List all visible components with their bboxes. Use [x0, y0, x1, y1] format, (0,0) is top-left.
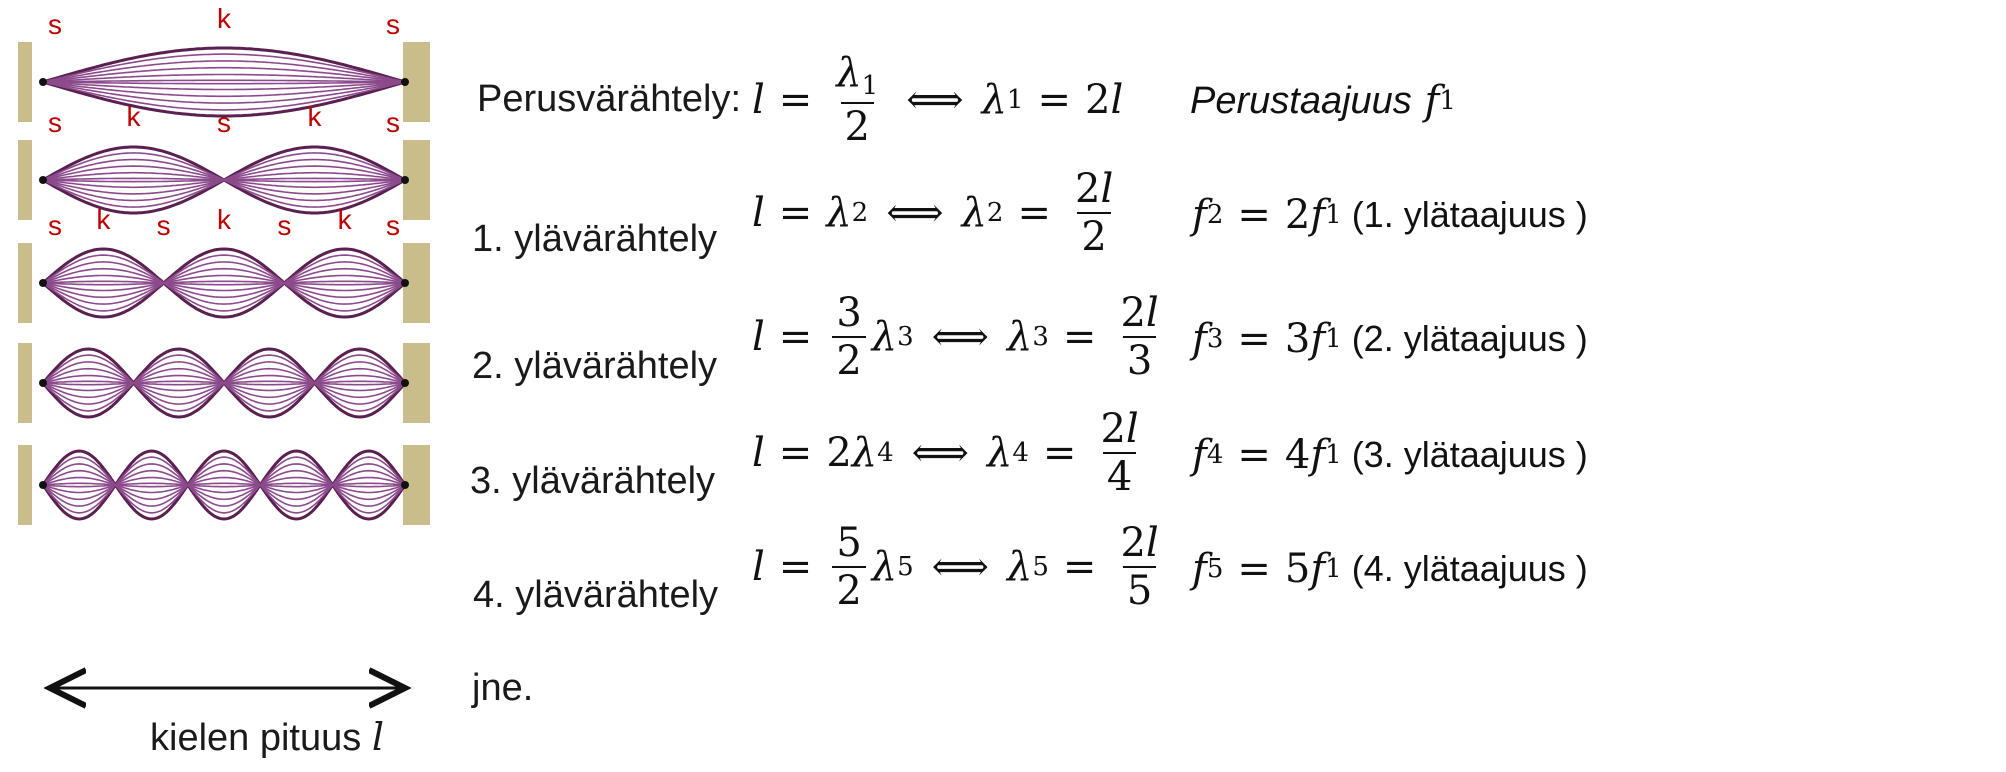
string-curve	[42, 81, 406, 111]
node-letter: s	[217, 107, 231, 138]
antinode-letter: k	[308, 101, 323, 132]
string-curve	[42, 456, 406, 514]
string-curve	[42, 463, 406, 507]
left-clamp	[18, 140, 32, 220]
string-curve	[42, 46, 406, 84]
string-end-point	[39, 379, 47, 387]
string-curve	[43, 81, 405, 85]
node-letter: s	[386, 107, 400, 138]
string-end-point	[401, 78, 409, 86]
string-curve	[42, 254, 406, 312]
string-end-point	[39, 279, 47, 287]
string-curve	[42, 482, 406, 488]
string-curve	[42, 476, 406, 494]
node-letter: s	[386, 9, 400, 40]
string-curve	[41, 247, 407, 319]
string-curve	[42, 73, 406, 83]
string-curve	[42, 66, 406, 83]
left-clamp	[18, 343, 32, 423]
left-clamp	[18, 445, 32, 525]
string-curve	[42, 81, 406, 91]
string-curve	[42, 482, 406, 488]
string-curve	[42, 463, 406, 507]
string-curve	[42, 274, 406, 292]
wave-mode-5	[18, 445, 430, 525]
string-curve	[42, 469, 406, 501]
string-curve	[42, 177, 406, 183]
string-end-point	[401, 176, 409, 184]
string-curve	[42, 280, 406, 286]
mode-label-overtone-4: 4. ylävärähtely	[473, 574, 719, 616]
string-curve	[42, 80, 406, 118]
string-curve	[41, 449, 407, 521]
wave-mode-4	[18, 343, 430, 423]
string-end-point	[401, 379, 409, 387]
etc-label: jne.	[472, 667, 534, 709]
string-end-point	[401, 481, 409, 489]
string-curve	[43, 79, 405, 83]
length-label-text: kielen pituus	[150, 717, 362, 759]
mode-label-overtone-1: 1. ylävärähtely	[472, 218, 718, 260]
string-curve	[42, 267, 406, 299]
left-clamp	[18, 42, 32, 122]
string-curve	[42, 280, 406, 286]
antinode-letter: k	[217, 3, 232, 34]
mode-label-overtone-2: 2. ylävärähtely	[472, 345, 718, 387]
antinode-letter: k	[217, 204, 232, 235]
string-curve	[42, 476, 406, 494]
node-letter: s	[48, 210, 62, 241]
string-end-point	[39, 78, 47, 86]
mode-label-overtone-3: 3. ylävärähtely	[470, 460, 716, 502]
string-end-point	[39, 481, 47, 489]
string-curve	[42, 456, 406, 514]
antinode-letter: k	[96, 204, 111, 235]
length-symbol: l	[371, 715, 384, 759]
string-curve	[42, 81, 406, 98]
antinode-letter: k	[338, 204, 353, 235]
string-curve	[41, 449, 407, 521]
string-end-point	[401, 279, 409, 287]
string-end-point	[39, 176, 47, 184]
left-clamp	[18, 243, 32, 323]
string-curve	[42, 469, 406, 501]
node-letter: s	[157, 210, 171, 241]
string-curve	[42, 261, 406, 305]
string-curve	[42, 261, 406, 305]
node-letter: s	[48, 9, 62, 40]
antinode-letter: k	[127, 101, 142, 132]
node-letter: s	[48, 107, 62, 138]
string-curve	[42, 60, 406, 83]
string-curve	[42, 274, 406, 292]
string-curve	[41, 247, 407, 319]
string-curve	[42, 53, 406, 83]
string-curve	[42, 380, 406, 386]
mode-label-fundamental: Perusvärähtely:	[477, 78, 742, 120]
string-curve	[42, 254, 406, 312]
node-letter: s	[277, 210, 291, 241]
string-length-label: kielen pituus l	[150, 715, 384, 760]
string-curve	[42, 81, 406, 104]
string-curve	[42, 267, 406, 299]
node-letter: s	[386, 210, 400, 241]
